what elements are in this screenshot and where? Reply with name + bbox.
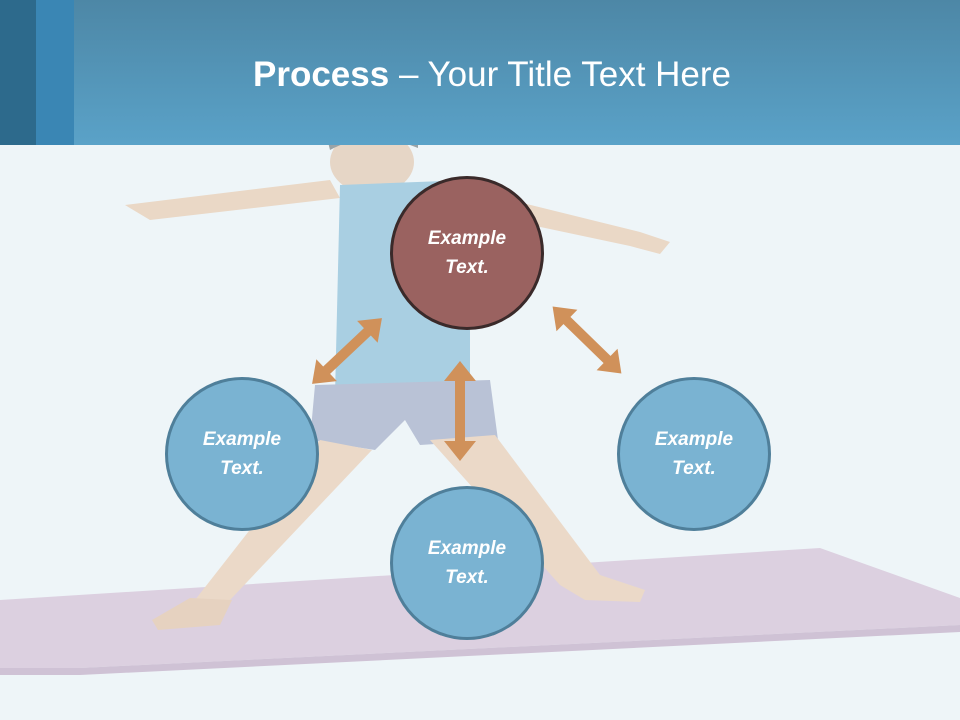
slide-title: Process – Your Title Text Here [0,52,960,98]
title-separator: – [389,55,428,94]
right-node: Example Text. [617,377,771,531]
right-node-label: Example Text. [654,429,734,479]
arrow-left-center [312,318,382,384]
left-node-label: Example Text. [202,429,282,479]
bottom-node-label: Example Text. [427,538,507,588]
title-rest: Your Title Text Here [427,55,732,94]
left-node: Example Text. [165,377,319,531]
center-node-label: Example Text. [427,228,507,278]
arrow-right-center [552,306,622,374]
header-accent-dark [0,0,36,145]
bottom-node: Example Text. [390,486,544,640]
center-node: Example Text. [390,176,544,330]
header-accent-light [36,0,74,145]
arrow-bottom-center [444,361,476,461]
title-bold: Process [253,55,390,94]
title-bar [0,0,960,145]
